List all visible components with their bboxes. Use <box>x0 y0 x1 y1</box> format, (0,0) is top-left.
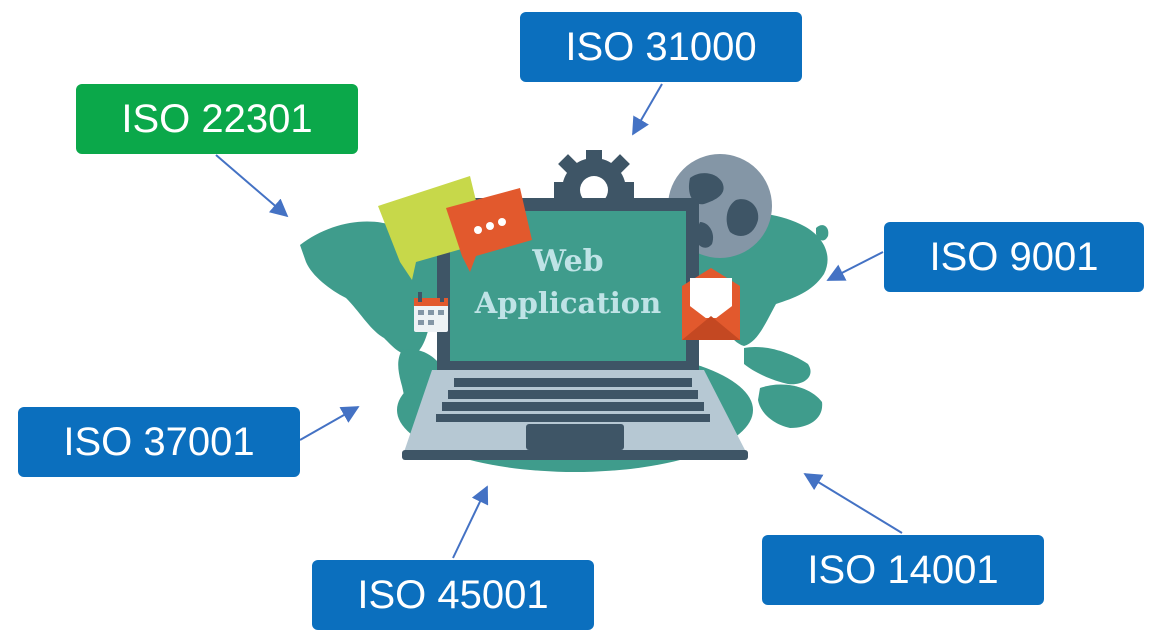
screen-title-line1: Web <box>531 244 603 279</box>
iso-9001-label: ISO 9001 <box>929 234 1099 279</box>
laptop-keyboard <box>402 370 748 460</box>
screen-title-line2: Application <box>474 286 661 320</box>
iso-45001-label: ISO 45001 <box>357 572 549 617</box>
iso-37001-box: ISO 37001 <box>18 407 300 477</box>
iso-45001-box: ISO 45001 <box>312 560 594 630</box>
iso-14001-label: ISO 14001 <box>807 547 999 592</box>
envelope-icon <box>682 268 740 340</box>
calendar-icon <box>414 292 448 332</box>
iso-31000-box: ISO 31000 <box>520 12 802 82</box>
iso-37001-label: ISO 37001 <box>63 419 255 464</box>
iso-22301-label: ISO 22301 <box>121 96 313 141</box>
iso-14001-box: ISO 14001 <box>762 535 1044 605</box>
chat-bubble-icon <box>378 176 532 280</box>
iso-22301-box: ISO 22301 <box>76 84 358 154</box>
iso-31000-label: ISO 31000 <box>565 24 757 69</box>
iso-9001-box: ISO 9001 <box>884 222 1144 292</box>
